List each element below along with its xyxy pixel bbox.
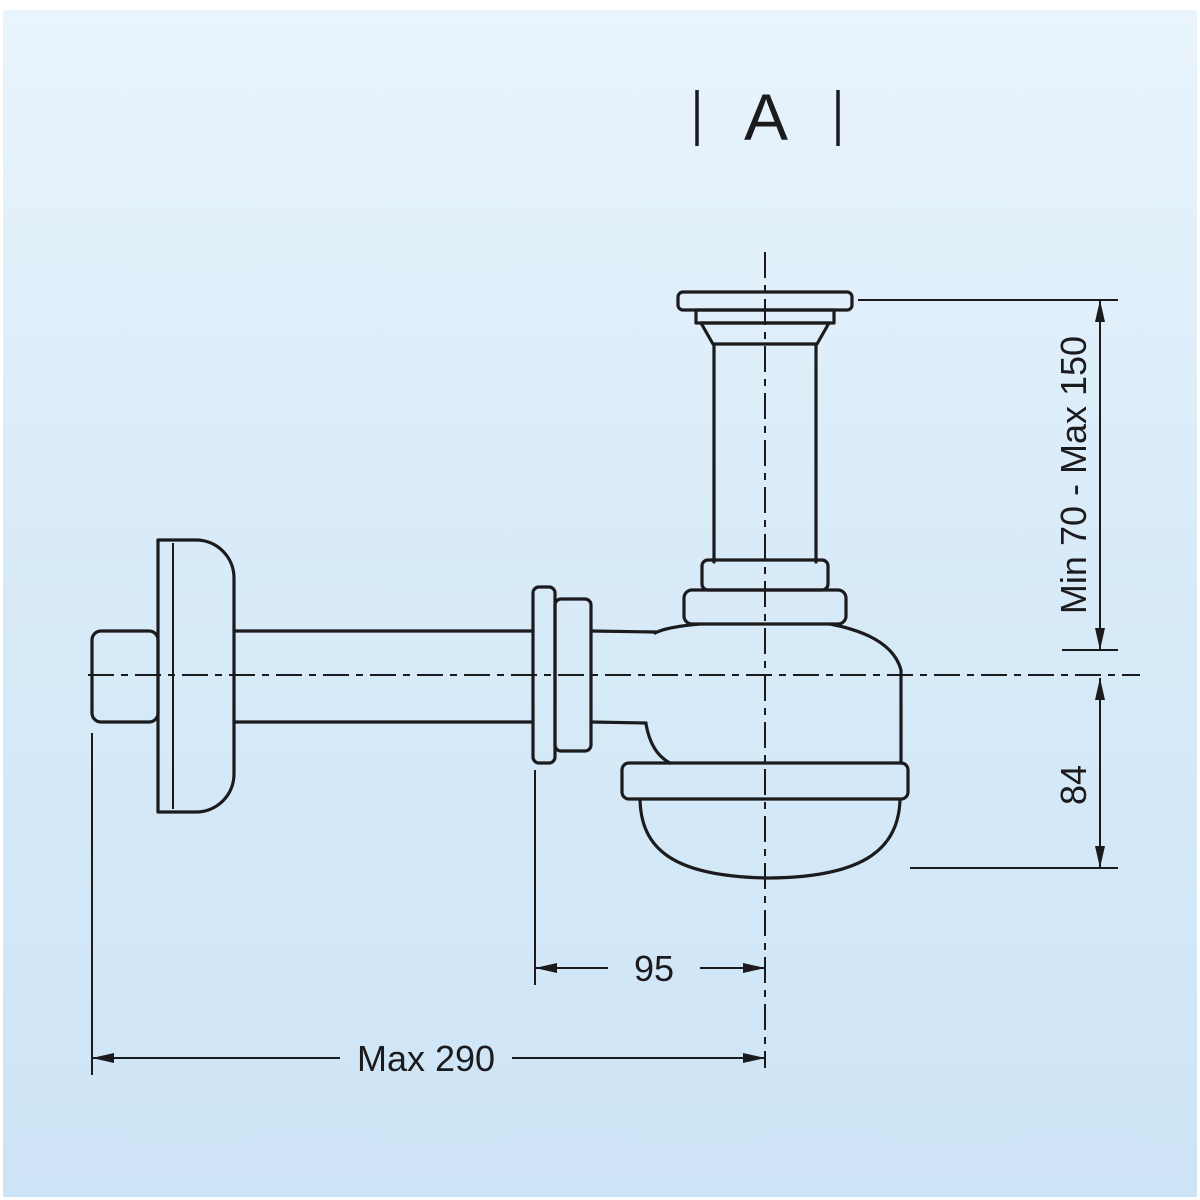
dimensions: Min 70 - Max 150 84 95: [91, 299, 1118, 1079]
dimension-adjustable-height: Min 70 - Max 150: [858, 299, 1118, 651]
body-right-side: [828, 622, 903, 765]
section-marker: A: [695, 80, 840, 154]
body-left-shoulder: [653, 622, 702, 635]
flange-step: [694, 308, 836, 325]
section-label: A: [744, 80, 788, 154]
dimension-overall-width: Max 290: [91, 733, 765, 1079]
technical-drawing-canvas: A: [3, 10, 1197, 1197]
body-coupling-ring: [620, 761, 910, 801]
outlet-nut-band: [553, 597, 593, 753]
coupling-nut-band: [682, 588, 848, 626]
pipe-bottom-line-to-body: [589, 720, 648, 725]
dimension-label-inner-width: 95: [634, 948, 674, 989]
arrowhead-right-icon: [743, 1053, 765, 1063]
body-bottom-cup: [638, 797, 902, 880]
pipe-stub: [90, 629, 160, 724]
arrowhead-up-icon: [1095, 678, 1105, 700]
pipe-top-line-to-body: [589, 629, 658, 634]
centerlines: [88, 252, 1140, 1068]
dimension-label-overall-width: Max 290: [357, 1038, 495, 1079]
dimension-inner-width: 95: [534, 770, 765, 989]
arrowhead-up-icon: [1095, 300, 1105, 322]
body-elbow-arc: [644, 722, 672, 765]
arrowhead-left-icon: [92, 1053, 114, 1063]
arrowhead-down-icon: [1095, 628, 1105, 650]
dimension-body-height: 84: [910, 678, 1118, 869]
vertical-tailpipe: [712, 342, 818, 564]
trap-body: [620, 622, 910, 880]
bottle-trap-outline: [90, 290, 910, 880]
dimension-label-body-height: 84: [1053, 765, 1094, 805]
dimension-label-adjustable-height: Min 70 - Max 150: [1053, 336, 1094, 614]
wall-flange: [156, 538, 236, 814]
arrowhead-right-icon: [743, 963, 765, 973]
horizontal-outlet-pipe: [90, 538, 658, 814]
arrowhead-left-icon: [535, 963, 557, 973]
bottle-trap-diagram: A: [88, 80, 1140, 1079]
arrowhead-down-icon: [1095, 846, 1105, 868]
inlet-coupling-nut: [682, 558, 848, 626]
